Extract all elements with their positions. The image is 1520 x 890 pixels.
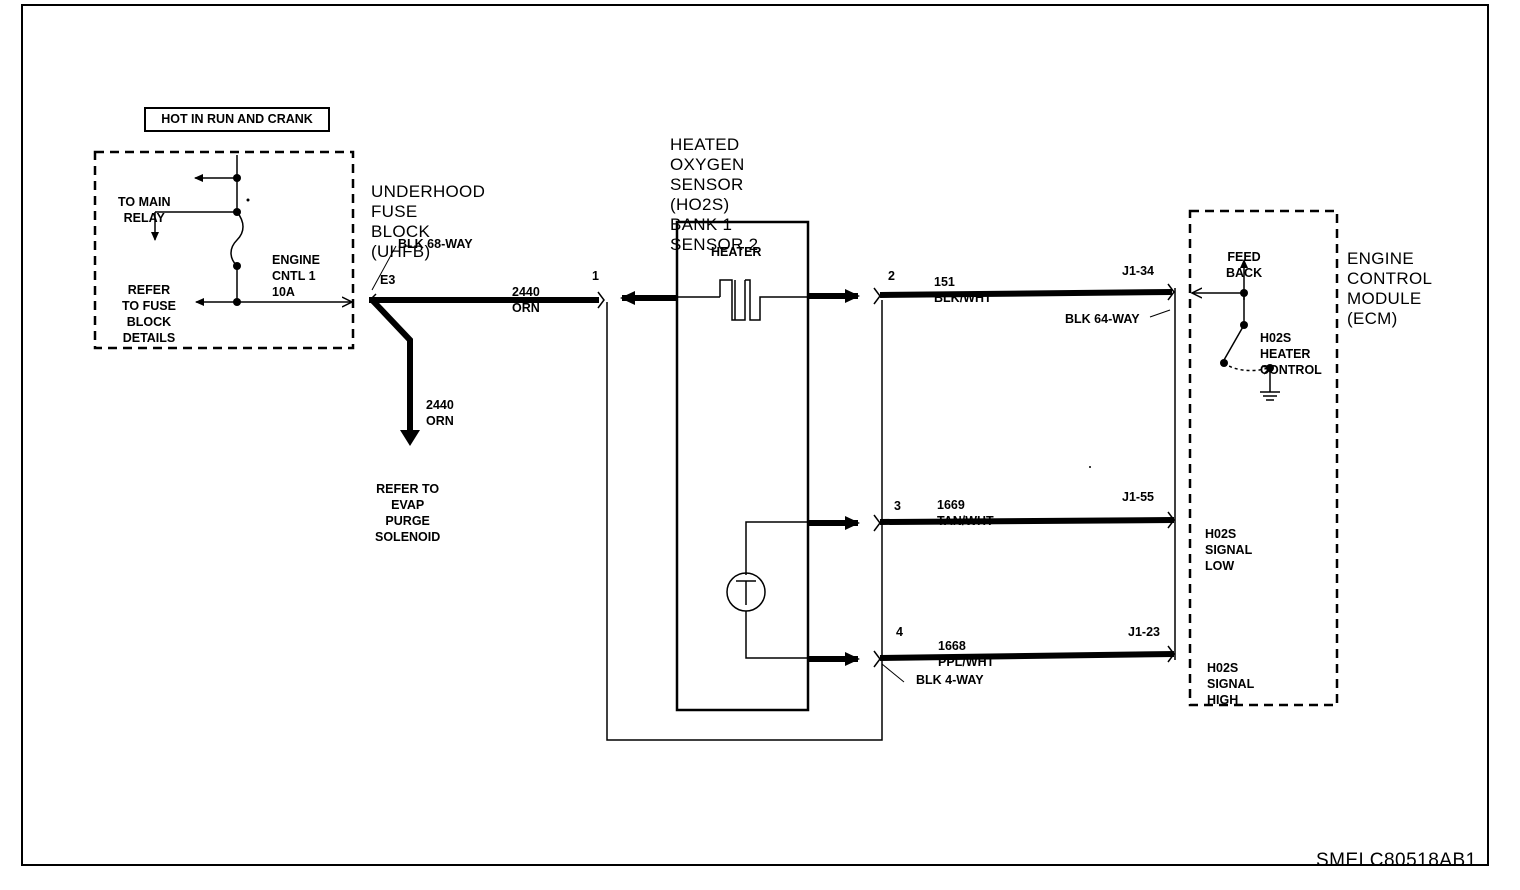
e3-pin-label: E3 (380, 273, 396, 287)
ecm-junction-dots (1220, 289, 1274, 372)
ecm-wires (879, 289, 1175, 661)
uhfb-internal-wiring (151, 155, 352, 304)
pin-chevrons (873, 287, 881, 668)
pin1-label: 1 (592, 269, 599, 283)
blk64-leader (1149, 309, 1171, 318)
evap-arrow-head (400, 430, 420, 446)
ecm-dashed-box (1188, 209, 1339, 707)
j1-34-label: J1-34 (1122, 264, 1154, 278)
diagram-frame (21, 4, 1489, 866)
sensor-pin-arrows (808, 289, 860, 666)
j1-55-label: J1-55 (1122, 490, 1154, 504)
blk64-way-label: BLK 64-WAY (1065, 312, 1140, 326)
pin2-label: 2 (888, 269, 895, 283)
blk68-way-label: BLK 68-WAY (398, 237, 473, 251)
sensor-element (726, 521, 808, 659)
ecm-pin-chevrons (1167, 283, 1175, 663)
blk4-way-label: BLK 4-WAY (916, 673, 984, 687)
pin4-label: 4 (896, 625, 903, 639)
pin1-chevron (597, 291, 605, 309)
uhfb-junction-dots (233, 174, 250, 306)
wire-2440-orn (369, 297, 599, 433)
uhfb-dashed-box (93, 150, 355, 350)
speck (1089, 466, 1091, 468)
pin3-label: 3 (894, 499, 901, 513)
hot-in-run-label: HOT IN RUN AND CRANK (144, 107, 330, 132)
diagram-code: SMELC80518AB1 (1316, 850, 1477, 871)
blk68-leader (371, 245, 397, 291)
j1-23-label: J1-23 (1128, 625, 1160, 639)
ho2s-sensor-box (675, 220, 810, 712)
blk4-leader (881, 663, 905, 683)
heater-element (677, 279, 808, 321)
heater-label: HEATER (711, 245, 762, 259)
